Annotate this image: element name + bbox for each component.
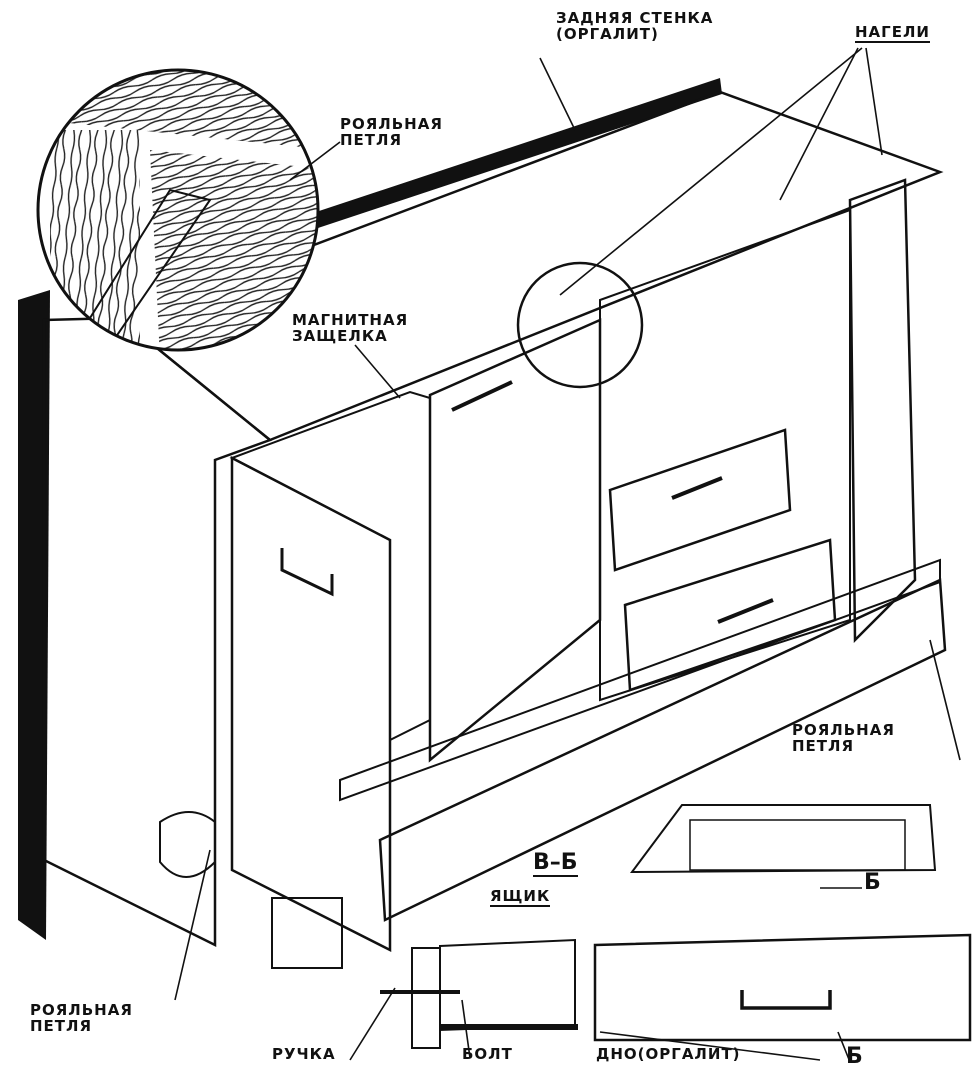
back-wall-label-line1: ЗАДНЯЯ СТЕНКА [556,9,714,27]
left-door [230,455,392,953]
magnetic-latch-line2: ЗАЩЕЛКА [292,327,388,345]
hinge-detail-circle [36,68,320,352]
back-wall-label-line2: (ОРГАЛИТ) [556,25,659,43]
right-door [848,178,917,643]
plinth [271,558,947,969]
piano-hinge-top-label: РОЯЛЬНАЯ ПЕТЛЯ [340,116,443,148]
section-label: В–Б [533,850,578,877]
handle-label: РУЧКА [272,1045,336,1063]
section-mark-bottom: Б [846,1044,863,1069]
piano-hinge-right-label: РОЯЛЬНАЯ ПЕТЛЯ [792,722,895,754]
dowel-detail-circle [516,261,644,389]
piano-hinge-right-line1: РОЯЛЬНАЯ [792,721,895,739]
drawer-section [599,208,851,702]
piano-hinge-bottom-line2: ПЕТЛЯ [30,1017,93,1035]
drawer-detail [593,804,972,1042]
piano-hinge-bottom-line1: РОЯЛЬНАЯ [30,1001,133,1019]
dowels-label: НАГЕЛИ [855,23,930,43]
bottom-panel-label: ДНО(ОРГАЛИТ) [596,1045,741,1063]
leader-lines [174,47,961,1063]
back-wall-label: ЗАДНЯЯ СТЕНКА (ОРГАЛИТ) [556,10,713,42]
magnetic-latch-label: МАГНИТНАЯ ЗАЩЕЛКА [292,312,408,344]
section-mark-top: Б [864,870,881,895]
piano-hinge-top-line2: ПЕТЛЯ [340,131,403,149]
piano-hinge-bottom-label: РОЯЛЬНАЯ ПЕТЛЯ [30,1002,133,1034]
drawer-label: ЯЩИК [490,887,551,907]
back-wall [316,78,722,228]
section-detail [380,938,578,1049]
bolt-label: БОЛТ [462,1045,513,1063]
piano-hinge-top-line1: РОЯЛЬНАЯ [340,115,443,133]
piano-hinge-right-line2: ПЕТЛЯ [792,737,855,755]
magnetic-latch-line1: МАГНИТНАЯ [292,311,409,329]
